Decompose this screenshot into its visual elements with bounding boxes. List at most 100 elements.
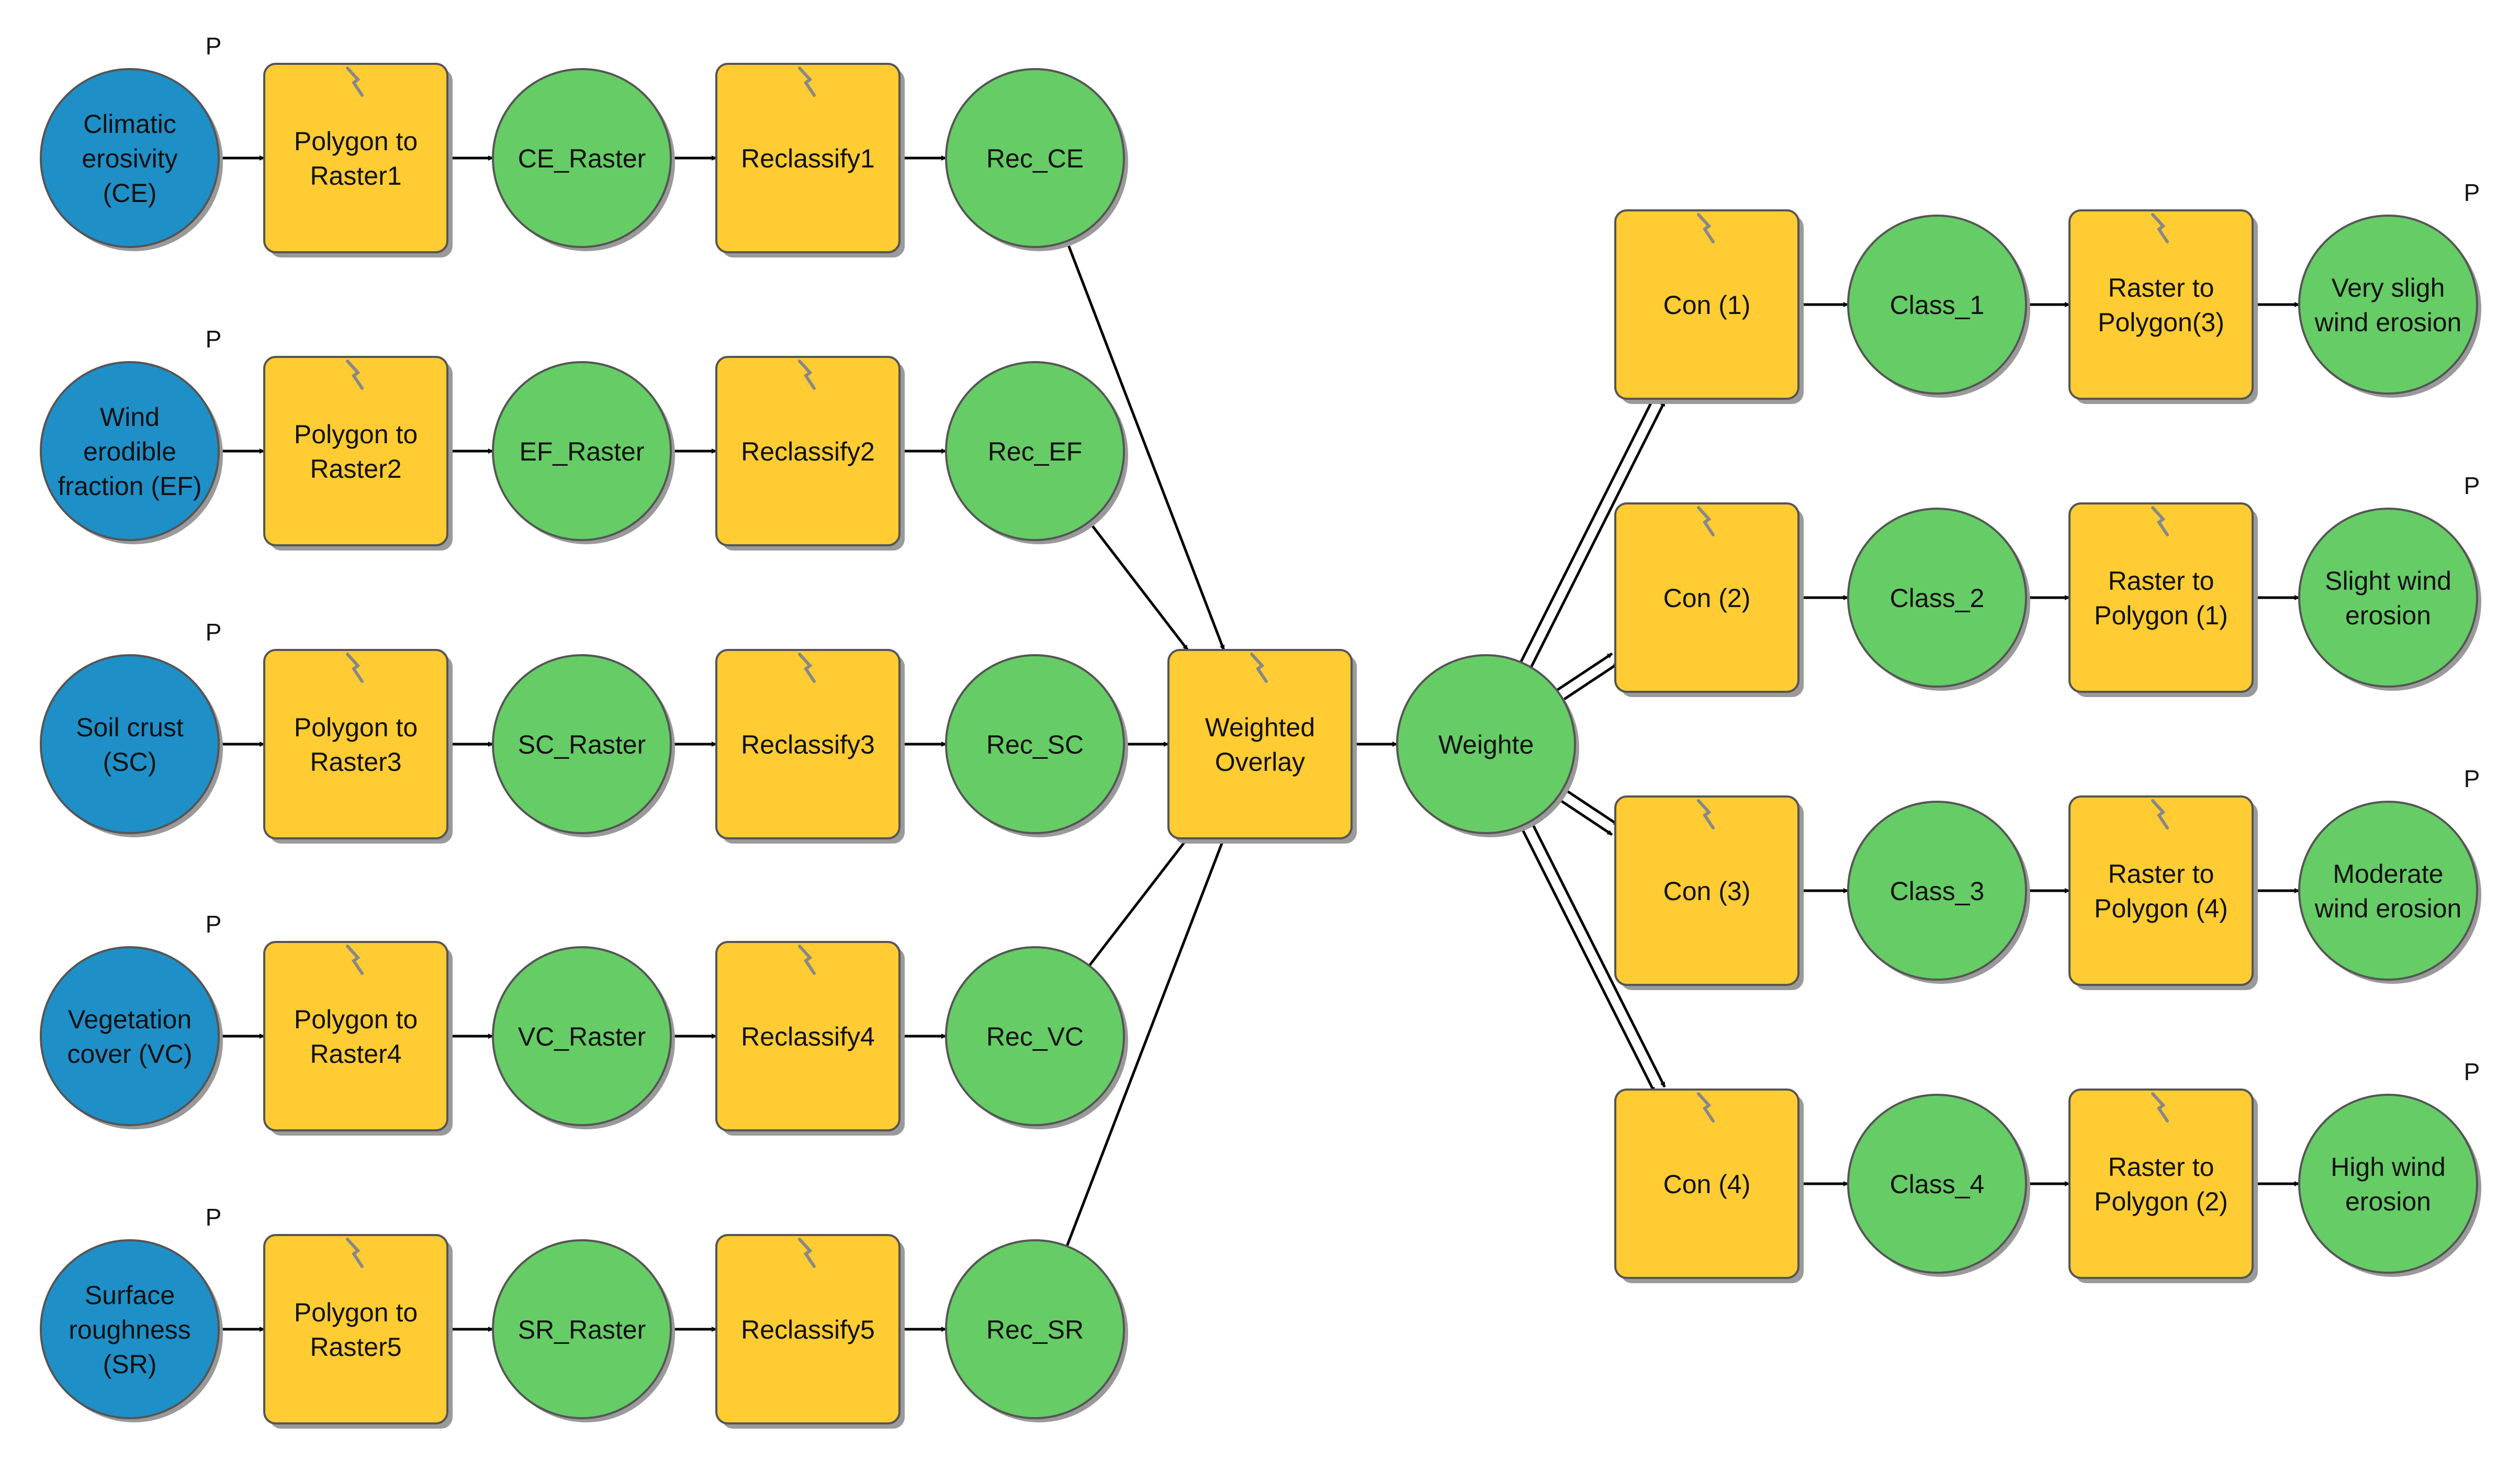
tool-hammer-icon bbox=[798, 653, 816, 683]
node-label: VC_Raster bbox=[518, 1022, 646, 1051]
tool-hammer-icon bbox=[798, 1238, 816, 1268]
parameter-marker: P bbox=[206, 1204, 222, 1231]
connector-weighte-to-con3-1[interactable] bbox=[1562, 787, 1619, 826]
node-sc_raster[interactable]: SC_Raster bbox=[492, 654, 675, 837]
tool-box bbox=[263, 941, 448, 1131]
connector-weighte-to-con2-1[interactable] bbox=[1556, 652, 1613, 691]
connector-weighte-to-con4-1[interactable] bbox=[1529, 820, 1666, 1088]
tool-hammer-icon bbox=[2151, 1092, 2169, 1123]
node-rec_vc[interactable]: Rec_VC bbox=[945, 946, 1128, 1129]
node-weighte[interactable]: Weighte bbox=[1396, 654, 1579, 837]
derived-data-ellipse bbox=[492, 654, 672, 834]
connector-weighte-to-con3-2[interactable] bbox=[1556, 797, 1613, 836]
connector-weighte-to-con2-2[interactable] bbox=[1562, 662, 1619, 701]
derived-data-ellipse bbox=[1847, 508, 2027, 688]
node-con2[interactable]: Con (2) bbox=[1614, 502, 1804, 697]
node-label: cover (VC) bbox=[68, 1039, 193, 1069]
node-label: Raster2 bbox=[310, 454, 401, 484]
input-data-ellipse bbox=[40, 361, 220, 541]
node-class3[interactable]: Class_3 bbox=[1847, 801, 2030, 984]
tool-box bbox=[715, 356, 901, 546]
tool-box bbox=[715, 1234, 901, 1424]
node-label: Climatic bbox=[83, 109, 176, 139]
node-class2[interactable]: Class_2 bbox=[1847, 508, 2030, 691]
node-label: SC_Raster bbox=[518, 730, 646, 759]
connector-weighte-to-con4-2[interactable] bbox=[1520, 825, 1656, 1093]
node-con3[interactable]: Con (3) bbox=[1614, 795, 1804, 990]
node-label: Slight wind bbox=[2325, 566, 2451, 596]
tool-box bbox=[2068, 795, 2254, 986]
connector-rec_ef-to-wo[interactable] bbox=[1088, 521, 1189, 651]
derived-data-ellipse bbox=[1396, 654, 1576, 834]
node-label: EF_Raster bbox=[520, 437, 645, 466]
node-vc_raster[interactable]: VC_Raster bbox=[492, 946, 675, 1129]
node-label: Raster to bbox=[2108, 1152, 2214, 1182]
node-reclass5[interactable]: Reclassify5 bbox=[715, 1234, 905, 1429]
node-reclass2[interactable]: Reclassify2 bbox=[715, 356, 905, 551]
parameter-marker: P bbox=[2464, 1058, 2480, 1085]
tool-hammer-icon bbox=[1697, 506, 1715, 536]
tool-box bbox=[1614, 795, 1799, 986]
node-label: Rec_CE bbox=[986, 144, 1084, 173]
tool-hammer-icon bbox=[2151, 213, 2169, 243]
node-label: CE_Raster bbox=[518, 144, 646, 173]
node-label: Con (4) bbox=[1663, 1170, 1751, 1199]
node-reclass3[interactable]: Reclassify3 bbox=[715, 649, 905, 844]
node-label: Con (1) bbox=[1663, 290, 1751, 320]
parameter-marker: P bbox=[206, 619, 222, 646]
node-class4[interactable]: Class_4 bbox=[1847, 1094, 2030, 1277]
parameter-marker: P bbox=[2464, 179, 2480, 206]
node-reclass1[interactable]: Reclassify1 bbox=[715, 63, 905, 257]
node-label: Polygon(3) bbox=[2098, 308, 2224, 337]
derived-data-ellipse bbox=[945, 361, 1125, 541]
node-label: Class_3 bbox=[1890, 877, 1985, 906]
node-ef_raster[interactable]: EF_Raster bbox=[492, 361, 675, 544]
node-rec_ef[interactable]: Rec_EF bbox=[945, 361, 1128, 544]
node-label: Weighte bbox=[1438, 730, 1534, 759]
node-rec_sc[interactable]: Rec_SC bbox=[945, 654, 1128, 837]
node-rec_sr[interactable]: Rec_SR bbox=[945, 1239, 1128, 1422]
tool-box bbox=[715, 649, 901, 839]
node-label: Rec_EF bbox=[988, 437, 1083, 466]
tool-box bbox=[1167, 649, 1353, 839]
connector-layer bbox=[219, 155, 2300, 1332]
node-ce_raster[interactable]: CE_Raster bbox=[492, 68, 675, 251]
node-in_sc[interactable]: Soil crust(SC)P bbox=[40, 619, 223, 837]
connector-rec_vc-to-wo[interactable] bbox=[1088, 837, 1189, 967]
node-label: Surface bbox=[85, 1281, 175, 1310]
connector-weighte-to-con1-1[interactable] bbox=[1520, 395, 1656, 663]
node-class1[interactable]: Class_1 bbox=[1847, 215, 2030, 398]
node-reclass4[interactable]: Reclassify4 bbox=[715, 941, 905, 1136]
node-con1[interactable]: Con (1) bbox=[1614, 209, 1804, 404]
node-label: erosion bbox=[2345, 1187, 2431, 1216]
node-label: Moderate bbox=[2333, 859, 2443, 889]
connector-rec_sr-to-wo[interactable] bbox=[1065, 838, 1225, 1247]
connector-weighte-to-con1-2[interactable] bbox=[1529, 400, 1666, 668]
node-sr_raster[interactable]: SR_Raster bbox=[492, 1239, 675, 1422]
node-label: erodible bbox=[83, 437, 176, 466]
connector-rec_ce-to-wo[interactable] bbox=[1065, 240, 1225, 650]
tool-hammer-icon bbox=[1697, 213, 1715, 243]
node-con4[interactable]: Con (4) bbox=[1614, 1089, 1804, 1283]
node-rec_ce[interactable]: Rec_CE bbox=[945, 68, 1128, 251]
